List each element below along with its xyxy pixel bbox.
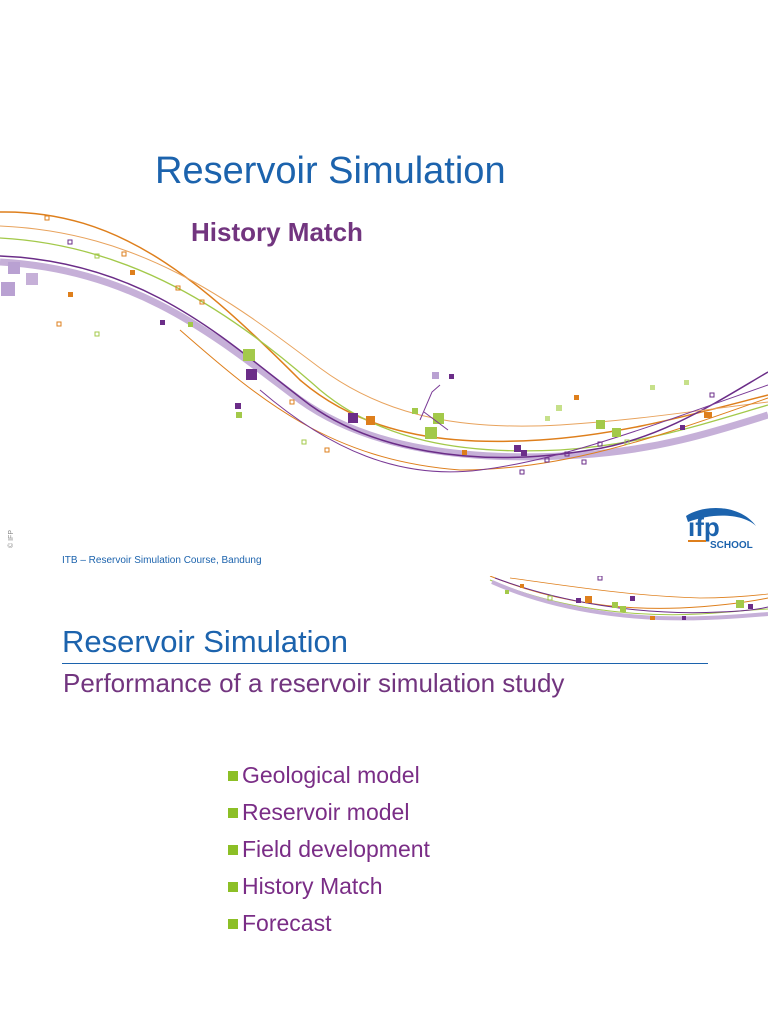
bullet-text: Forecast [242,910,332,936]
content-slide-subtitle: Performance of a reservoir simulation st… [63,668,565,698]
bullet-item-reservoir-model: Reservoir model [228,799,430,836]
content-slide-title: Reservoir Simulation [62,624,348,659]
bullet-text: Reservoir model [242,799,410,825]
bullet-square-icon [228,919,238,929]
bullet-square-icon [228,845,238,855]
logo-school-text: SCHOOL [710,540,753,551]
bullet-list: Geological model Reservoir model Field d… [228,762,430,947]
bullet-square-icon [228,882,238,892]
title-divider [62,663,708,664]
content-slide: Reservoir Simulation Performance of a re… [0,576,768,1024]
bullet-text: Geological model [242,762,420,788]
bullet-item-geological-model: Geological model [228,762,430,799]
bullet-item-forecast: Forecast [228,910,430,947]
bullet-text: History Match [242,873,383,899]
bullet-item-field-development: Field development [228,836,430,873]
bullet-square-icon [228,771,238,781]
bullet-text: Field development [242,836,430,862]
ifp-school-logo: ifp SCHOOL [686,507,756,551]
decorative-wave-graphic: ifp SCHOOL [0,211,768,551]
decorative-wave-header [489,576,768,621]
slide-title: Reservoir Simulation [155,150,506,192]
decorative-squares [1,262,712,456]
bullet-item-history-match: History Match [228,873,430,910]
copyright-note: © IFP [8,530,15,548]
logo-wordmark: ifp [688,512,720,542]
slide-subtitle: History Match [191,217,363,247]
title-slide: ifp SCHOOL Reservoir Simulation History … [0,150,768,566]
bullet-square-icon [228,808,238,818]
slide-footer: ITB – Reservoir Simulation Course, Bandu… [62,555,262,566]
